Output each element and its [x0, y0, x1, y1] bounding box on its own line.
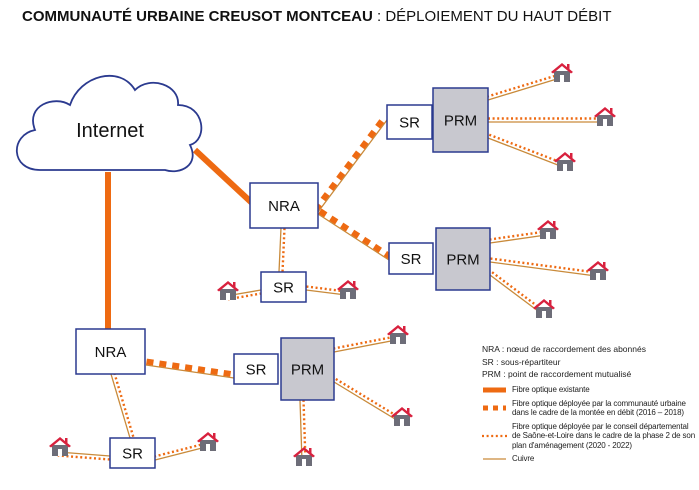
prm-node-bottom: PRM [280, 337, 335, 401]
house-icon [337, 280, 359, 299]
house-icon [197, 432, 219, 451]
sr-node-mid-box [388, 242, 434, 275]
link-house-9-copper [333, 381, 401, 423]
house-icon [554, 152, 576, 171]
link-house-12-fibre [153, 442, 206, 458]
internet-label: Internet [76, 120, 144, 142]
link-nra1-sr-mid-fibre [318, 208, 393, 260]
sr-node-nra1: SR [260, 271, 307, 303]
link-house-2-fibre [488, 133, 565, 165]
legend-label-cu: Fibre optique déployée par la communauté… [512, 398, 686, 418]
link-house-7-copper [305, 289, 347, 296]
link-nra2-sr-low-copper [110, 373, 131, 439]
link-house-2-copper [487, 137, 564, 168]
prm-node-top-label: PRM [444, 113, 477, 130]
sr-node-nra1-label: SR [273, 280, 294, 297]
legend-label-copper: Cuivre [512, 454, 535, 463]
prm-node-mid-box [435, 227, 491, 291]
legend-row-copper: Cuivre [482, 454, 697, 464]
house-icon [387, 325, 409, 344]
fibre-internet-nra-1 [192, 147, 255, 206]
title-bold: COMMUNAUTÉ URBAINE CREUSOT MONTCEAU [22, 8, 373, 25]
internet-cloud [15, 74, 203, 173]
sr-node-nra2-label: SR [122, 446, 143, 463]
link-nra1-sr-top-copper [317, 119, 388, 213]
house-icon [594, 107, 616, 126]
nra-node-2-label: NRA [95, 344, 127, 361]
legend-thick-line [483, 387, 506, 393]
sr-node-top: SR [386, 104, 433, 140]
sr-node-top-box [386, 104, 433, 140]
sr-node-mid-label: SR [401, 251, 422, 268]
legend-row-cd: Fibre optique déployée par le conseil dé… [482, 422, 697, 451]
sr-node-top-label: SR [399, 115, 420, 132]
sr-node-nra2-box [109, 437, 156, 469]
prm-node-mid-label: PRM [446, 252, 479, 269]
legend-abbreviations: NRA : nœud de raccordement des abonnés S… [482, 343, 646, 381]
legend-nra: NRA : nœud de raccordement des abonnés [482, 344, 646, 354]
legend-dashed-line [483, 405, 506, 411]
sr-node-mid: SR [388, 242, 434, 275]
legend-label-existing: Fibre optique existante [512, 385, 590, 394]
link-house-7-fibre [306, 285, 347, 293]
link-house-5-copper [489, 274, 543, 315]
link-nra1-sr-top-fibre [312, 116, 387, 212]
link-house-9-fibre [335, 377, 403, 421]
house-icon [551, 63, 573, 82]
sr-node-bottom: SR [233, 353, 279, 385]
nra-node-2-box [75, 328, 146, 375]
house-icon [587, 261, 609, 280]
link-nra2-sr-fibre [146, 358, 235, 378]
house-icon [533, 299, 555, 318]
legend-copper-line [483, 458, 506, 460]
nra-node-1-box [249, 182, 319, 229]
sr-node-nra2: SR [109, 437, 156, 469]
link-house-8-fibre [333, 335, 396, 350]
link-house-3-copper [489, 234, 547, 244]
link-nra2-sr-low-fibre [113, 372, 135, 438]
house-icon [537, 220, 559, 239]
link-house-0-copper [487, 77, 561, 101]
link-nra1-sr-low-copper [278, 227, 282, 273]
prm-node-mid: PRM [435, 227, 491, 291]
legend-row-existing: Fibre optique existante [482, 385, 697, 395]
link-house-11-fibre [57, 454, 110, 461]
prm-node-top-box [432, 87, 489, 153]
legend-row-cu: Fibre optique déployée par la communauté… [482, 399, 697, 418]
house-icon [391, 407, 413, 426]
link-house-3-fibre [489, 230, 546, 241]
link-house-8-copper [333, 339, 397, 353]
sr-node-bottom-label: SR [246, 362, 267, 379]
legend-label-cd: Fibre optique déployée par le conseil dé… [512, 421, 696, 450]
nra-node-1-label: NRA [268, 198, 300, 215]
link-house-0-fibre [486, 73, 560, 98]
prm-node-top: PRM [432, 87, 489, 153]
sr-node-nra1-box [260, 271, 307, 303]
link-house-5-fibre [491, 271, 545, 313]
house-icon [49, 437, 71, 456]
prm-node-bottom-label: PRM [291, 362, 324, 379]
legend-sr: SR : sous-répartiteur [482, 356, 561, 367]
link-house-12-copper [154, 446, 207, 461]
house-icon [217, 281, 239, 300]
prm-node-bottom-box [280, 337, 335, 401]
link-nra1-sr-low-fibre [281, 228, 286, 273]
link-nra1-sr-mid-copper [317, 213, 390, 261]
page-title: COMMUNAUTÉ URBAINE CREUSOT MONTCEAU : DÉ… [22, 8, 611, 25]
house-icon [293, 447, 315, 466]
title-rest: : DÉPLOIEMENT DU HAUT DÉBIT [372, 8, 612, 25]
sr-node-bottom-box [233, 353, 279, 385]
legend-lines: Fibre optique existante Fibre optique dé… [482, 385, 697, 464]
link-house-4-copper [489, 261, 597, 277]
link-nra2-sr-copper [145, 364, 235, 379]
nra-node-1: NRA [249, 182, 319, 229]
link-house-4-fibre [490, 257, 597, 274]
link-house-10-fibre [302, 399, 307, 462]
legend-dotted-line [482, 434, 507, 437]
legend-prm: PRM : point de raccordement mutualisé [482, 369, 632, 379]
nra-node-2: NRA [75, 328, 146, 375]
